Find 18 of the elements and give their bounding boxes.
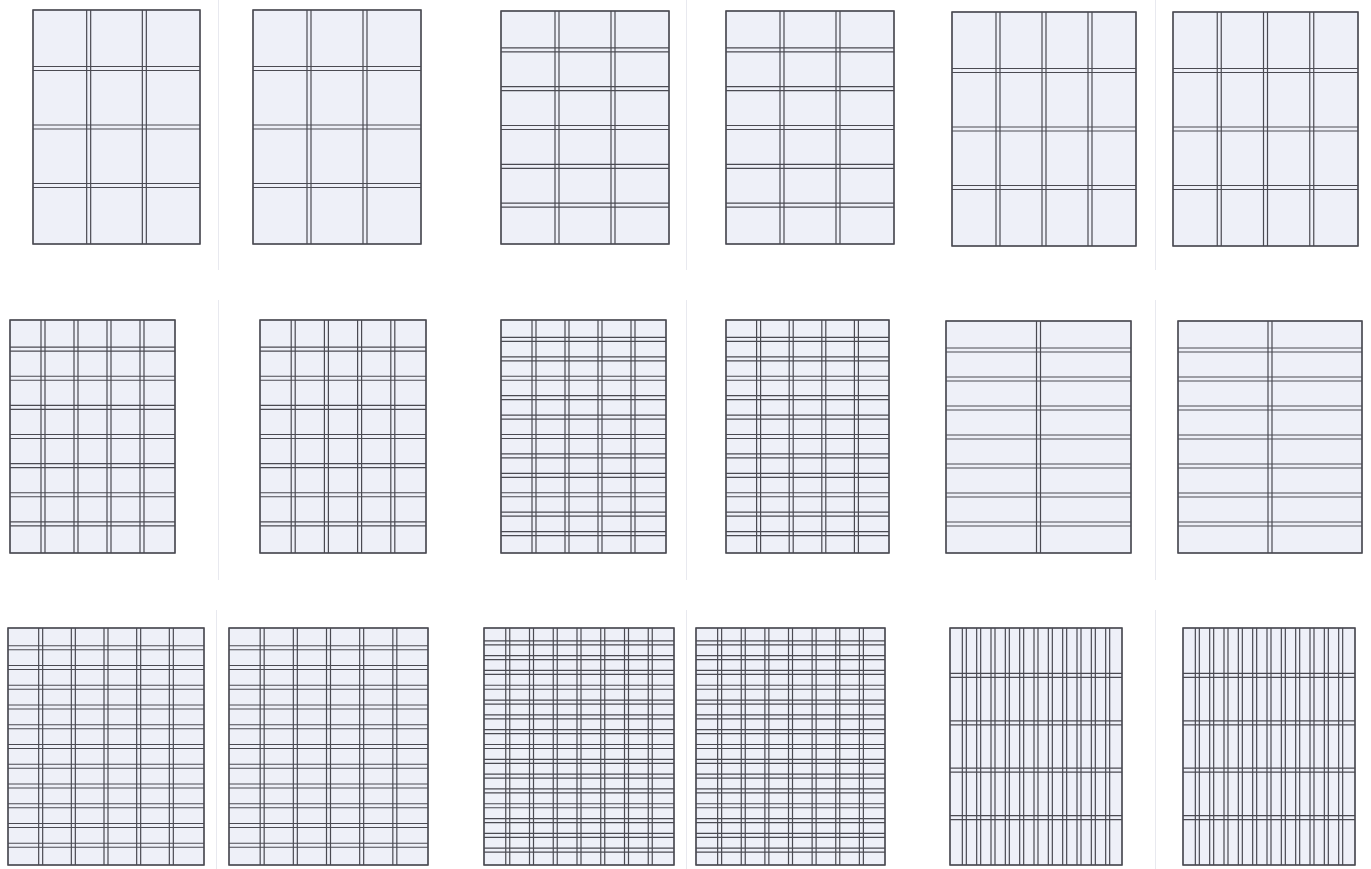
page-grid-drawing — [946, 321, 1131, 553]
page-grid-drawing — [33, 10, 200, 244]
page-grid-drawing — [952, 12, 1136, 246]
page-grid-drawing — [229, 628, 428, 865]
page-grid-drawing — [501, 11, 669, 244]
page-grid-drawing — [260, 320, 426, 553]
page-grid-drawing — [8, 628, 204, 865]
page-grid-drawing — [10, 320, 175, 553]
page-grid-drawing — [950, 628, 1122, 865]
page-grid-drawing — [501, 320, 666, 553]
page-grid-drawing — [484, 628, 674, 865]
page-grid-drawing — [726, 11, 894, 244]
page-grid-drawing — [1178, 321, 1362, 553]
page-grid-drawing — [696, 628, 885, 865]
page-grid-drawing — [253, 10, 421, 244]
page-grid-drawing — [726, 320, 889, 553]
page-grid-drawing — [1183, 628, 1355, 865]
page-grid-drawing — [1173, 12, 1358, 246]
